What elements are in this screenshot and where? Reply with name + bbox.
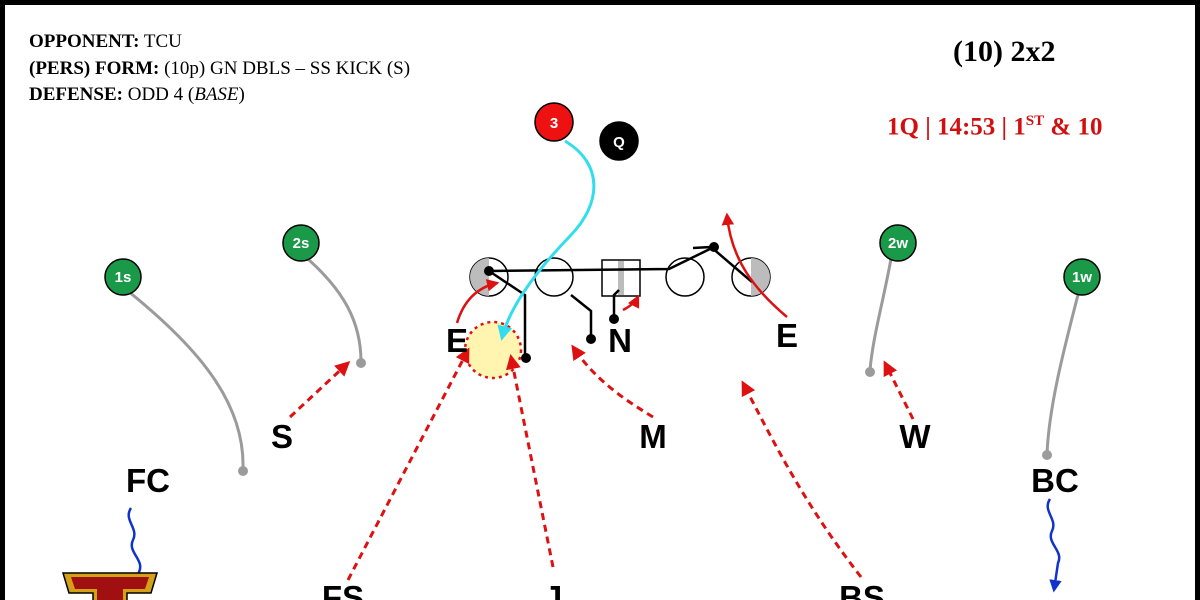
end-loop-right [721,212,788,318]
right-guard-shape [665,257,705,297]
center-shade [618,261,624,295]
receiver-label: 1w [1072,269,1092,286]
block-endpoint [709,242,719,252]
defense-line: DEFENSE: ODD 4 (BASE) [29,83,245,106]
defender-bs: BS [839,579,885,600]
route-2s [300,251,363,363]
defender-nose: N [608,322,632,359]
situation-down-suffix: ST [1025,113,1045,129]
defense-italic: BASE [194,84,239,105]
route-2w [868,252,894,371]
receiver-label: 1s [115,269,132,286]
block-endpoints [484,242,719,363]
defender-j: J [544,579,562,600]
qb-label: Q [613,134,625,151]
field-svg: 1s 2s 2w 1w 3 Q E N E S M W [61,102,1101,600]
blitz-w [883,360,915,420]
receiver-1s: 1s [104,258,142,296]
block-endpoint [586,334,596,344]
left-guard-shape [534,257,574,297]
running-back: 3 [534,102,574,142]
coverage-squiggles [127,498,1062,593]
route-1s [122,285,245,470]
route-endpoint [1042,450,1052,460]
quarterback: Q [599,121,639,161]
squiggle-bc [1046,498,1062,593]
defender-bc: BC [1031,462,1079,499]
formation-label: (PERS) FORM: [29,58,160,79]
defender-end-right: E [776,317,798,354]
end-slant-left [455,279,500,324]
play-title: (10) 2x2 [953,35,1056,68]
route-endpoint [238,466,248,476]
receiver-1w: 1w [1063,258,1101,296]
block-endpoint [484,266,494,276]
blitz-s [288,360,351,419]
defender-m: M [639,418,667,455]
blitz-fs [346,347,470,581]
blitz-m [571,344,654,419]
defender-end-left: E [446,322,468,359]
defenders: E N E S M W FC BC FS J BS [126,317,1079,600]
route-1w [1045,286,1082,455]
defender-fs: FS [322,579,364,600]
block-endpoint [609,314,619,324]
receiver-label: 2s [293,235,310,252]
squiggle-fc [127,507,146,593]
block-endpoint [521,353,531,363]
opponent-line: OPPONENT: TCU [29,30,182,53]
formation-line: (PERS) FORM: (10p) GN DBLS – SS KICK (S) [29,57,410,80]
route-endpoint [865,367,875,377]
offensive-line [469,257,771,297]
route-endpoint [356,358,366,368]
situation-quarter-clock: 1Q | 14:53 | 1 [887,113,1026,141]
nose-twist [622,294,640,312]
defender-fc: FC [126,462,170,499]
game-situation: 1Q | 14:53 | 1ST & 10 [887,113,1102,141]
blitz-j [505,354,555,568]
defense-label: DEFENSE: [29,84,123,105]
formation-value: (10p) GN DBLS – SS KICK (S) [164,58,411,79]
carry-path [497,139,596,341]
route-endpoints [238,358,1052,476]
receiver-routes [122,251,1082,470]
opponent-label: OPPONENT: [29,31,140,52]
receiver-2s: 2s [282,224,320,262]
defense-close: ) [238,84,245,105]
defender-w: W [899,418,931,455]
back-label: 3 [550,115,558,132]
situation-distance: & 10 [1044,113,1103,141]
team-logo [61,572,159,600]
blocking-paths [488,245,753,355]
opponent-value: TCU [143,31,182,52]
defense-value: ODD 4 ( [127,84,195,105]
defensive-movement [455,212,788,324]
hole-highlight [463,320,523,380]
receiver-2w: 2w [879,224,917,262]
blitz-bs [741,380,863,578]
defender-s: S [271,418,293,455]
receiver-label: 2w [888,235,908,252]
blitz-paths [288,344,915,581]
